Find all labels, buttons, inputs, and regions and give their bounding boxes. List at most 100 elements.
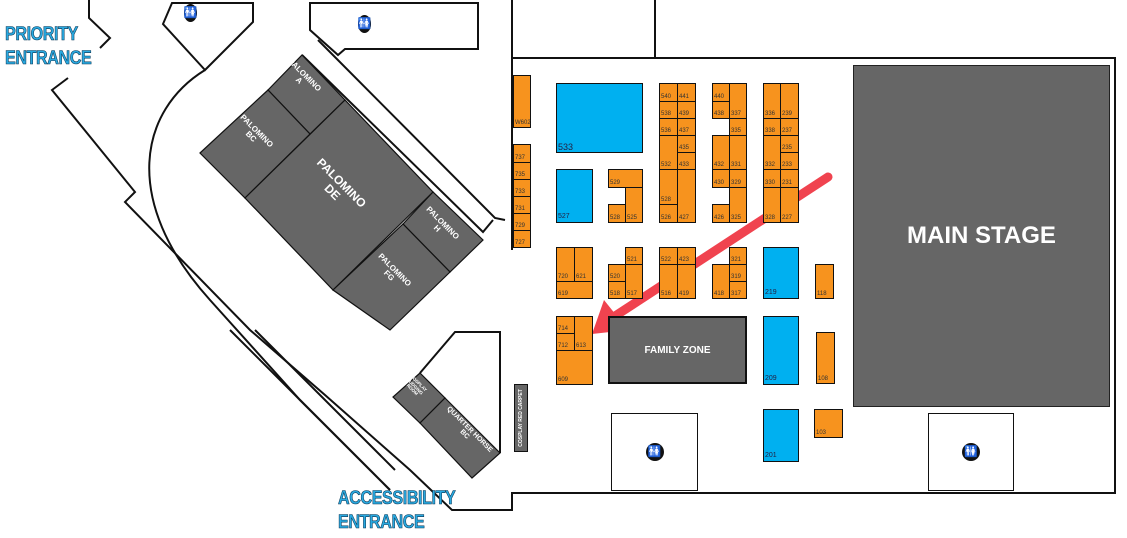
booth-440[interactable]: 440 [712, 83, 730, 102]
booth-621[interactable]: 621 [574, 247, 593, 282]
booth-527[interactable]: 527 [556, 169, 593, 223]
cosplay-red-carpet[interactable]: COSPLAY RED CARPET [514, 384, 528, 452]
booth-number: 619 [558, 291, 569, 297]
booth-number: 528 [661, 197, 672, 203]
booth-528[interactable]: 528 [608, 204, 626, 223]
booth-number: 712 [558, 343, 569, 349]
booth-426[interactable]: 426 [712, 204, 730, 223]
booth-number: 441 [679, 94, 690, 100]
booth-317[interactable]: 317 [729, 281, 747, 299]
restroom-icon: 🚻 [645, 443, 664, 461]
booth-727[interactable]: 727 [513, 230, 531, 248]
booth-712[interactable]: 712 [556, 333, 575, 351]
booth-231[interactable]: 231 [780, 169, 799, 188]
booth-529[interactable]: 529 [608, 169, 643, 188]
booth-number: 233 [782, 162, 793, 168]
booth-609[interactable]: 609 [556, 350, 593, 385]
booth-number: 321 [731, 257, 742, 263]
booth-516[interactable]: 516 [659, 264, 678, 299]
accessibility-line2: ENTRANCE [338, 512, 425, 534]
booth-525[interactable]: 525 [625, 187, 643, 223]
restroom-4: 🚻 [928, 413, 1014, 491]
booth-331[interactable]: 331 [729, 135, 747, 170]
booth-108[interactable]: 108 [816, 332, 835, 384]
booth-number: 237 [782, 128, 793, 134]
booth-441[interactable]: 441 [677, 83, 696, 102]
booth-233[interactable]: 233 [780, 152, 799, 170]
booth-335[interactable]: 335 [729, 118, 747, 136]
booth-432[interactable]: 432 [712, 135, 730, 170]
booth-number: 338 [765, 128, 776, 134]
main-stage[interactable]: MAIN STAGE [853, 65, 1110, 407]
booth-321[interactable]: 321 [729, 247, 747, 265]
booth-532[interactable]: 532 [659, 135, 678, 170]
booth-418[interactable]: 418 [712, 264, 730, 299]
booth-235[interactable]: 235 [780, 135, 799, 153]
booth-338[interactable]: 338 [763, 118, 781, 136]
booth-329[interactable]: 329 [729, 169, 747, 188]
booth-number: 418 [714, 291, 725, 297]
booth-419[interactable]: 419 [677, 264, 696, 299]
booth-427[interactable]: 427 [677, 169, 696, 223]
booth-227[interactable]: 227 [780, 187, 799, 223]
booth-103[interactable]: 103 [814, 409, 843, 438]
booth-number: 737 [515, 155, 526, 161]
family-zone[interactable]: FAMILY ZONE [608, 316, 747, 384]
booth-number: 335 [731, 128, 742, 134]
booth-219[interactable]: 219 [763, 247, 799, 299]
booth-533[interactable]: 533 [556, 83, 643, 153]
cosplay-red-carpet-label: COSPLAY RED CARPET [518, 389, 524, 447]
booth-714[interactable]: 714 [556, 316, 575, 334]
booth-number: 540 [661, 94, 672, 100]
booth-438[interactable]: 438 [712, 101, 730, 119]
booth-430[interactable]: 430 [712, 169, 730, 188]
accessibility-line1: ACCESSIBILITY [338, 488, 456, 510]
booth-538[interactable]: 538 [659, 101, 678, 119]
booth-328[interactable]: 328 [763, 187, 781, 223]
booth-209[interactable]: 209 [763, 316, 799, 385]
booth-522[interactable]: 522 [659, 247, 678, 265]
booth-619[interactable]: 619 [556, 281, 593, 299]
priority-entrance-label: PRIORITY ENTRANCE [5, 23, 92, 71]
booth-number: 227 [782, 215, 793, 221]
booth-520[interactable]: 520 [608, 264, 626, 282]
booth-number: 219 [765, 289, 777, 296]
booth-737[interactable]: 737 [513, 144, 531, 163]
booth-number: 735 [515, 172, 526, 178]
booth-337[interactable]: 337 [729, 83, 747, 119]
booth-536[interactable]: 536 [659, 118, 678, 136]
booth-237[interactable]: 237 [780, 118, 799, 136]
booth-521[interactable]: 521 [625, 247, 643, 265]
booth-number: 209 [765, 375, 777, 382]
booth-332[interactable]: 332 [763, 135, 781, 170]
booth-517[interactable]: 517 [625, 264, 643, 299]
booth-239[interactable]: 239 [780, 83, 799, 119]
booth-613[interactable]: 613 [574, 316, 593, 351]
booth-731[interactable]: 731 [513, 196, 531, 214]
booth-319[interactable]: 319 [729, 264, 747, 282]
booth-437[interactable]: 437 [677, 118, 696, 136]
booth-325[interactable]: 325 [729, 187, 747, 223]
booth-733[interactable]: 733 [513, 179, 531, 197]
booth-433[interactable]: 433 [677, 152, 696, 170]
booth-729[interactable]: 729 [513, 213, 531, 231]
booth-201[interactable]: 201 [763, 409, 799, 462]
booth-number: 439 [679, 111, 690, 117]
booth-439[interactable]: 439 [677, 101, 696, 119]
booth-118[interactable]: 118 [815, 264, 834, 299]
booth-330[interactable]: 330 [763, 169, 781, 188]
restroom-2: 🚻 [357, 14, 372, 33]
booth-number: 621 [576, 274, 587, 280]
booth-518[interactable]: 518 [608, 281, 626, 299]
booth-526[interactable]: 526 [659, 204, 678, 223]
booth-number: 330 [765, 180, 776, 186]
booth-735[interactable]: 735 [513, 162, 531, 180]
booth-423[interactable]: 423 [677, 247, 696, 265]
booth-336[interactable]: 336 [763, 83, 781, 119]
booth-540[interactable]: 540 [659, 83, 678, 102]
booth-435[interactable]: 435 [677, 135, 696, 153]
booth-720[interactable]: 720 [556, 247, 575, 282]
booth-528[interactable]: 528 [659, 169, 678, 205]
booth-w602[interactable]: W602 [513, 75, 531, 128]
booth-number: 536 [661, 128, 672, 134]
